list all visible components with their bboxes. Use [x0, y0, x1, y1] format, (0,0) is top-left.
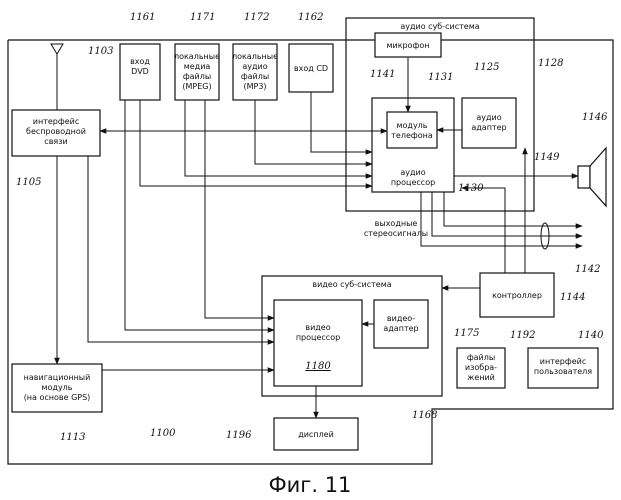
svg-text:выходныестереосигналы: выходныестереосигналы: [364, 219, 428, 238]
figure-caption: Фиг. 11: [269, 473, 352, 497]
svg-text:1100: 1100: [150, 428, 176, 439]
svg-text:1180: 1180: [305, 361, 331, 372]
video-subsystem-title: видео суб-система: [312, 280, 391, 289]
svg-text:1149: 1149: [534, 152, 560, 163]
block-display: дисплей: [274, 418, 358, 450]
svg-text:видео-адаптер: видео-адаптер: [383, 314, 418, 333]
svg-text:1161: 1161: [130, 12, 155, 23]
svg-text:1146: 1146: [582, 112, 608, 123]
block-audio-adapter: аудиоадаптер: [462, 98, 516, 148]
svg-text:1125: 1125: [474, 62, 499, 73]
svg-text:аудиоадаптер: аудиоадаптер: [471, 113, 506, 132]
svg-text:1141: 1141: [370, 69, 395, 80]
block-user-interface: интерфейспользователя: [528, 348, 598, 388]
svg-text:контроллер: контроллер: [492, 291, 542, 300]
svg-text:1105: 1105: [16, 177, 41, 188]
block-video-adapter: видео-адаптер: [374, 300, 428, 348]
block-image-files: файлыизобра-жений: [457, 348, 505, 388]
svg-text:вход CD: вход CD: [294, 64, 328, 73]
block-mp3-files: локальныеаудиофайлы(MP3): [232, 44, 278, 100]
svg-text:1130: 1130: [458, 183, 484, 194]
block-cd-input: вход CD: [289, 44, 333, 92]
block-dvd-input: входDVD: [120, 44, 160, 100]
block-video-processor: видеопроцессор 1180: [274, 300, 362, 386]
svg-text:1172: 1172: [244, 12, 269, 23]
svg-text:микрофон: микрофон: [386, 41, 429, 50]
svg-text:1192: 1192: [510, 330, 535, 341]
block-controller: контроллер: [480, 273, 554, 317]
svg-text:1171: 1171: [190, 12, 215, 23]
svg-text:файлыизобра-жений: файлыизобра-жений: [465, 353, 497, 382]
svg-text:модультелефона: модультелефона: [391, 121, 433, 140]
block-microphone: микрофон: [375, 33, 441, 57]
svg-text:1142: 1142: [575, 264, 600, 275]
svg-text:1113: 1113: [60, 432, 85, 443]
block-wireless-interface: интерфейсбеспроводнойсвязи: [12, 110, 100, 156]
svg-text:1168: 1168: [412, 410, 437, 421]
svg-text:1131: 1131: [428, 72, 453, 83]
block-gps-navigation: навигационныймодуль(на основе GPS): [12, 364, 102, 412]
block-mpeg-files: локальныемедиафайлы(MPEG): [174, 44, 220, 100]
svg-text:1103: 1103: [88, 46, 113, 57]
antenna-icon: [51, 44, 63, 110]
svg-text:1140: 1140: [578, 330, 604, 341]
audio-subsystem-title: аудио суб-система: [400, 22, 479, 31]
svg-text:1144: 1144: [560, 292, 585, 303]
svg-text:1175: 1175: [454, 328, 479, 339]
svg-text:1162: 1162: [298, 12, 323, 23]
svg-text:входDVD: входDVD: [130, 57, 150, 76]
svg-text:1196: 1196: [226, 430, 252, 441]
svg-text:дисплей: дисплей: [298, 430, 334, 439]
speaker-icon: [578, 148, 606, 206]
svg-text:1128: 1128: [538, 58, 563, 69]
svg-text:интерфейспользователя: интерфейспользователя: [534, 357, 592, 376]
block-phone-module: модультелефона: [387, 112, 437, 148]
